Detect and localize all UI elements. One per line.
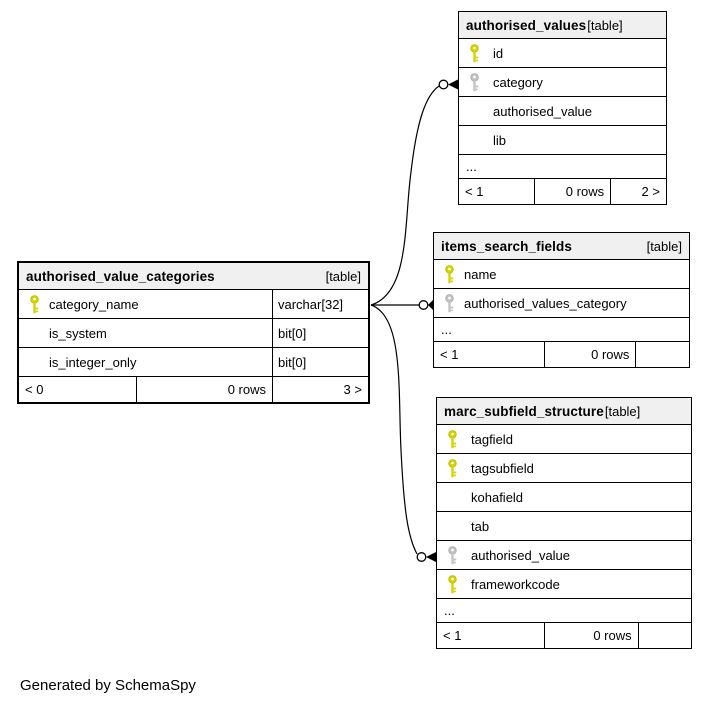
column-row: authorised_value [459, 97, 666, 126]
column-name: category_name [49, 296, 139, 312]
table-items-search-fields: items_search_fields [table] name authori… [433, 232, 690, 368]
column-row: is_system bit[0] [19, 319, 368, 348]
ellipsis-row: ... [434, 318, 689, 342]
table-type-badge: [table] [587, 17, 623, 33]
column-row: tagsubfield [437, 454, 691, 483]
ellipsis-row: ... [437, 599, 691, 623]
column-name: lib [493, 132, 507, 148]
column-name: category [493, 74, 543, 90]
table-type-badge: [table] [646, 238, 682, 254]
pagination-left[interactable]: < 1 [465, 184, 484, 199]
column-row: authorised_values_category [434, 289, 689, 318]
pagination-right[interactable]: 3 > [272, 377, 368, 402]
ellipsis-row: ... [459, 155, 666, 179]
column-name: frameworkcode [471, 576, 560, 592]
column-row: lib [459, 126, 666, 155]
table-footer: < 1 0 rows [434, 342, 689, 367]
table-footer: < 1 0 rows 2 > [459, 179, 666, 204]
pagination-right [637, 623, 691, 648]
column-type: bit[0] [272, 319, 368, 347]
table-type-badge: [table] [325, 268, 361, 284]
column-name: kohafield [471, 489, 524, 505]
table-name-link[interactable]: authorised_values [466, 17, 587, 33]
table-authorised-values: authorised_values [table] id category au… [458, 11, 667, 205]
row-count: 0 rows [135, 377, 272, 402]
table-name-link[interactable]: authorised_value_categories [26, 268, 215, 284]
row-count: 0 rows [543, 342, 636, 367]
primary-key-icon [434, 264, 464, 284]
column-row: category [459, 68, 666, 97]
foreign-key-icon [459, 72, 489, 92]
pagination-right [635, 342, 689, 367]
pagination-left[interactable]: < 1 [440, 347, 459, 362]
table-name-link[interactable]: marc_subfield_structure [444, 403, 604, 419]
table-authorised-value-categories: authorised_value_categories [table] cate… [17, 261, 370, 404]
column-name: tab [471, 518, 490, 534]
pagination-right[interactable]: 2 > [610, 179, 666, 204]
column-name: tagsubfield [471, 460, 534, 476]
table-header: marc_subfield_structure [table] [437, 398, 691, 425]
column-row: frameworkcode [437, 570, 691, 599]
primary-key-icon [437, 458, 467, 478]
column-name: is_system [49, 325, 107, 341]
table-header: authorised_values [table] [459, 12, 666, 39]
pagination-left[interactable]: < 0 [25, 382, 44, 397]
column-row: id [459, 39, 666, 68]
column-row: kohafield [437, 483, 691, 512]
column-name: is_integer_only [49, 354, 137, 370]
table-footer: < 1 0 rows [437, 623, 691, 648]
table-name-link[interactable]: items_search_fields [441, 238, 572, 254]
primary-key-icon [437, 574, 467, 594]
table-footer: < 0 0 rows 3 > [19, 377, 368, 402]
pagination-left[interactable]: < 1 [443, 628, 462, 643]
column-name: name [464, 266, 497, 282]
foreign-key-icon [437, 545, 467, 565]
column-row: is_integer_only bit[0] [19, 348, 368, 377]
primary-key-icon [437, 429, 467, 449]
column-row: category_name varchar[32] [19, 290, 368, 319]
column-name: tagfield [471, 431, 513, 447]
row-count: 0 rows [543, 623, 638, 648]
column-type: bit[0] [272, 348, 368, 376]
column-row: tab [437, 512, 691, 541]
column-row: authorised_value [437, 541, 691, 570]
primary-key-icon [19, 294, 49, 314]
column-name: authorised_values_category [464, 295, 627, 311]
generated-by-caption: Generated by SchemaSpy [20, 677, 196, 694]
row-count: 0 rows [533, 179, 611, 204]
column-name: authorised_value [493, 103, 593, 119]
column-type: varchar[32] [272, 290, 368, 318]
table-marc-subfield-structure: marc_subfield_structure [table] tagfield… [436, 397, 692, 649]
table-header: authorised_value_categories [table] [19, 263, 368, 290]
column-name: authorised_value [471, 547, 571, 563]
column-row: tagfield [437, 425, 691, 454]
column-row: name [434, 260, 689, 289]
table-type-badge: [table] [604, 403, 641, 419]
column-name: id [493, 45, 504, 61]
primary-key-icon [459, 43, 489, 63]
foreign-key-icon [434, 293, 464, 313]
table-header: items_search_fields [table] [434, 233, 689, 260]
